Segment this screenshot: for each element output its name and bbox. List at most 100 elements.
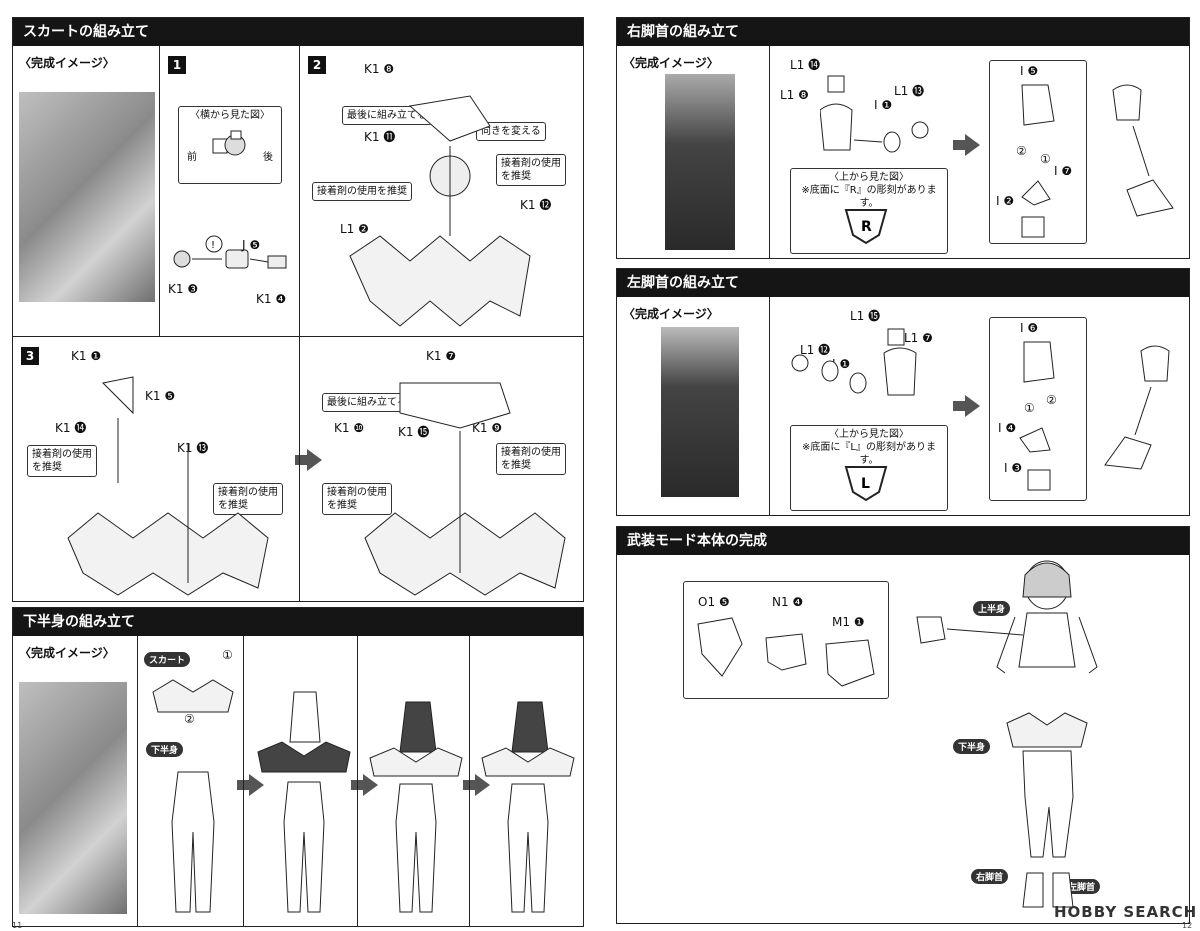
side-view-label: 〈横から見た図〉	[190, 110, 270, 121]
la-boot-drawing	[1104, 345, 1170, 470]
lower-completion-caption: 〈完成イメージ〉	[19, 646, 115, 660]
la-step-drawing	[1019, 341, 1055, 491]
step3-part-k1-7: K1 ❼	[426, 349, 457, 363]
lower-completion-photo	[19, 682, 127, 914]
lower-body-section-title: 下半身の組み立て	[13, 608, 583, 636]
right-page-number: 12	[1182, 921, 1193, 930]
upper-body-pill: 上半身	[973, 601, 1011, 616]
right-ankle-section: 右脚首の組み立て 〈完成イメージ〉 L1 ⓮ L1 ❽ I ❶ L1 ⓭ 〈上か…	[616, 17, 1190, 259]
la-part-i-4: I ❹	[998, 421, 1017, 435]
step3-note-adhesive-left-b: 接着剤の使用 を推奨	[322, 483, 392, 515]
left-page: スカートの組み立て 〈完成イメージ〉 1 〈横から見た図〉 前 後 ! J ❺ …	[0, 0, 592, 931]
left-page-number: 11	[12, 921, 23, 930]
step2-note-adhesive-left: 接着剤の使用を推奨	[312, 182, 412, 201]
step1-part-k1-4: K1 ❹	[256, 292, 287, 306]
la-part-l1-7: L1 ❼	[904, 331, 933, 345]
complete-part-m1-1: M1 ❶	[832, 615, 865, 629]
ra-step-drawing	[1021, 84, 1055, 238]
skirt-section-title: スカートの組み立て	[13, 18, 583, 46]
skirt-completion-caption: 〈完成イメージ〉	[19, 56, 115, 70]
la-engraving-note: ※底面に『L』の彫刻があります。	[802, 442, 936, 466]
step3-note-assemble-last: 最後に組み立てる	[322, 393, 412, 412]
right-ankle-photo	[665, 74, 735, 250]
ra-part-i-7: I ❼	[1054, 164, 1073, 178]
side-view-part-drawing	[212, 130, 246, 156]
lower-step-c-drawing	[369, 701, 463, 913]
step3-note-adhesive-right-b: 接着剤の使用 を推奨	[496, 443, 566, 475]
left-ankle-parts-panel: L1 ⓯ L1 ❼ L1 ⓬ I ❶ 〈上から見た図〉 ※底面に『L』の彫刻があ…	[769, 297, 959, 515]
right-ankle-caption: 〈完成イメージ〉	[623, 56, 719, 70]
la-part-l1-15: L1 ⓯	[850, 309, 881, 323]
lower-step-b-drawing	[257, 691, 351, 913]
step2-note-adhesive-right: 接着剤の使用 を推奨	[496, 154, 566, 186]
step3-part-k1-15: K1 ⓯	[398, 425, 430, 439]
step3-note-adhesive-left: 接着剤の使用 を推奨	[27, 445, 97, 477]
lower-step-num-2: ②	[184, 712, 195, 726]
skirt-step2-panel: 2 K1 ❽ 最後に組み立てる K1 ⓫ 向きを変える 接着剤の使用 を推奨 接…	[299, 46, 583, 336]
ra-num-2: ②	[1016, 144, 1027, 158]
step1-part-drawing: !	[173, 235, 287, 269]
complete-part-n1-4: N1 ❹	[772, 595, 804, 609]
left-ankle-section: 左脚首の組み立て 〈完成イメージ〉 L1 ⓯ L1 ❼ L1 ⓬ I ❶ 〈上か…	[616, 268, 1190, 516]
back-label: 後	[263, 152, 273, 163]
complete-connector-drawing	[916, 616, 1024, 644]
left-ankle-caption: 〈完成イメージ〉	[623, 307, 719, 321]
lower-step-a: スカート ① ② 下半身	[137, 636, 243, 926]
skirt-pill-label: スカート	[144, 652, 191, 667]
ra-part-i-1: I ❶	[874, 98, 893, 112]
skirt-step3-number: 3	[21, 347, 39, 365]
step3-arrow	[295, 449, 322, 471]
svg-text:L: L	[861, 476, 870, 492]
skirt-step3-panel: 3 K1 ❶ K1 ❺ K1 ⓮ K1 ⓭ 接着剤の使用 を推奨 接着剤の使用 …	[13, 336, 583, 602]
lower-body-pill-label: 下半身	[146, 742, 184, 757]
complete-figure-drawing	[996, 560, 1098, 908]
ra-r-shield-icon: R	[844, 209, 888, 245]
complete-parts-box: O1 ❺ N1 ❹ M1 ❶	[683, 581, 889, 699]
la-step-box: I ❻ ① ② I ❹ I ❸	[989, 317, 1087, 501]
lower-step-a-drawing	[152, 679, 234, 913]
svg-text:!: !	[211, 240, 215, 251]
ra-part-i-5: I ❺	[1020, 64, 1039, 78]
hobby-search-watermark: HOBBY SEARCH	[1054, 903, 1198, 921]
ra-arrow	[953, 134, 980, 156]
la-topview-label: 〈上から見た図〉	[829, 429, 909, 440]
step3-right-half: K1 ❼ 最後に組み立てる K1 ❿ K1 ⓯ K1 ❾ 接着剤の使用 を推奨 …	[299, 337, 583, 602]
ra-parts-drawing	[820, 75, 929, 153]
la-num-2: ②	[1046, 393, 1057, 407]
ra-part-l1-8: L1 ❽	[780, 88, 809, 102]
lower-step-b	[243, 636, 357, 926]
lower-body-pill: 下半身	[953, 739, 991, 754]
ra-step-box: I ❺ ② ① I ❷ I ❼	[989, 60, 1087, 244]
ra-topview-label: 〈上から見た図〉	[829, 172, 909, 183]
lower-step-c	[357, 636, 469, 926]
la-parts-drawing	[791, 328, 917, 396]
ra-part-i-2: I ❷	[996, 194, 1015, 208]
ra-boot-drawing	[1112, 84, 1174, 217]
step3-note-adhesive-mid: 接着剤の使用 を推奨	[213, 483, 283, 515]
step2-skirt-drawing	[349, 95, 531, 327]
lower-step-d-drawing	[481, 701, 575, 913]
ra-engraving-note: ※底面に『R』の彫刻があります。	[801, 185, 937, 209]
step3-part-k1-5: K1 ❺	[145, 389, 176, 403]
step2-part-k1-12: K1 ⓬	[520, 198, 552, 212]
step1-part-k1-3: K1 ❸	[168, 282, 199, 296]
side-view-box: 〈横から見た図〉 前 後	[178, 106, 282, 184]
step2-note-assemble-last: 最後に組み立てる	[342, 106, 432, 125]
la-arrow	[953, 395, 980, 417]
complete-title: 武装モード本体の完成	[617, 527, 1189, 555]
step3-skirt-drawing-b	[364, 382, 566, 596]
la-part-i-6: I ❻	[1020, 321, 1039, 335]
left-ankle-pill: 左脚首	[1063, 879, 1101, 894]
skirt-step1-number: 1	[168, 56, 186, 74]
right-ankle-title: 右脚首の組み立て	[617, 18, 1189, 46]
step3-skirt-drawing-a	[67, 376, 269, 596]
skirt-step2-number: 2	[308, 56, 326, 74]
skirt-completion-photo	[19, 92, 155, 302]
step3-part-k1-9: K1 ❾	[472, 421, 503, 435]
left-ankle-photo	[661, 327, 739, 497]
right-page: 右脚首の組み立て 〈完成イメージ〉 L1 ⓮ L1 ❽ I ❶ L1 ⓭ 〈上か…	[606, 0, 1200, 931]
step3-part-k1-13: K1 ⓭	[177, 441, 209, 455]
front-label: 前	[187, 152, 197, 163]
skirt-step1-panel: 1 〈横から見た図〉 前 後 ! J ❺ K1 ❸ K1 ❹	[159, 46, 299, 336]
svg-text:R: R	[861, 219, 872, 235]
